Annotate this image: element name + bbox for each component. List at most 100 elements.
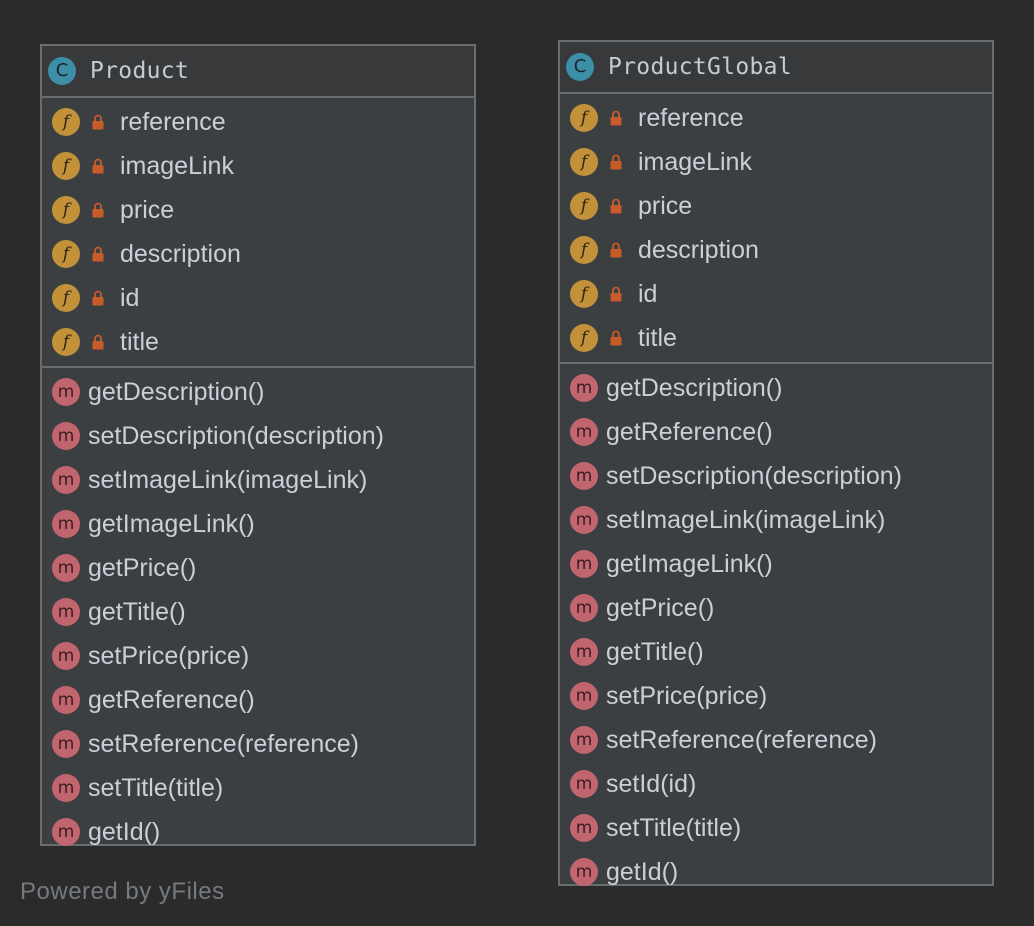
method-row[interactable]: m setTitle(title): [42, 766, 474, 810]
method-signature: setPrice(price): [88, 641, 250, 670]
method-icon: m: [52, 598, 80, 626]
method-icon: m: [570, 638, 598, 666]
method-signature: setId(id): [606, 769, 697, 798]
private-lock-icon: [92, 290, 104, 306]
method-signature: setImageLink(imageLink): [88, 465, 368, 494]
field-row[interactable]: f price: [560, 184, 992, 228]
method-signature: setReference(reference): [88, 729, 359, 758]
class-header: C Product: [42, 46, 474, 98]
private-lock-icon: [610, 110, 622, 126]
private-lock-icon: [92, 334, 104, 350]
field-icon: f: [570, 148, 598, 176]
field-icon: f: [52, 240, 80, 268]
method-signature: getPrice(): [88, 553, 197, 582]
field-icon: f: [570, 324, 598, 352]
field-icon: f: [570, 236, 598, 264]
method-icon: m: [570, 814, 598, 842]
field-name: price: [638, 191, 693, 220]
method-row[interactable]: m getPrice(): [560, 586, 992, 630]
method-icon: m: [570, 726, 598, 754]
class-name: Product: [90, 58, 190, 84]
field-name: reference: [638, 103, 744, 132]
field-row[interactable]: f description: [560, 228, 992, 272]
field-row[interactable]: f reference: [560, 96, 992, 140]
method-signature: setReference(reference): [606, 725, 877, 754]
method-icon: m: [570, 594, 598, 622]
field-name: id: [120, 283, 140, 312]
method-icon: m: [52, 554, 80, 582]
method-row[interactable]: m setPrice(price): [42, 634, 474, 678]
field-name: description: [638, 235, 759, 264]
method-row[interactable]: m setDescription(description): [560, 454, 992, 498]
method-icon: m: [52, 466, 80, 494]
field-row[interactable]: f title: [560, 316, 992, 360]
method-signature: setTitle(title): [88, 773, 224, 802]
method-icon: m: [570, 418, 598, 446]
method-signature: setDescription(description): [606, 461, 902, 490]
method-icon: m: [52, 422, 80, 450]
method-row[interactable]: m getId(): [560, 850, 992, 894]
method-signature: getId(): [88, 817, 161, 846]
private-lock-icon: [92, 202, 104, 218]
method-signature: getDescription(): [606, 373, 783, 402]
field-icon: f: [570, 104, 598, 132]
private-lock-icon: [92, 114, 104, 130]
method-icon: m: [570, 550, 598, 578]
method-row[interactable]: m getTitle(): [560, 630, 992, 674]
method-signature: getPrice(): [606, 593, 715, 622]
private-lock-icon: [610, 154, 622, 170]
method-icon: m: [52, 774, 80, 802]
method-icon: m: [570, 858, 598, 886]
field-name: imageLink: [120, 151, 234, 180]
field-name: description: [120, 239, 241, 268]
method-row[interactable]: m getPrice(): [42, 546, 474, 590]
method-icon: m: [570, 462, 598, 490]
method-icon: m: [52, 378, 80, 406]
method-signature: getTitle(): [606, 637, 704, 666]
method-icon: m: [570, 770, 598, 798]
class-name: ProductGlobal: [608, 54, 792, 80]
private-lock-icon: [610, 330, 622, 346]
method-row[interactable]: m setImageLink(imageLink): [42, 458, 474, 502]
private-lock-icon: [610, 286, 622, 302]
method-signature: getImageLink(): [606, 549, 773, 578]
field-row[interactable]: f description: [42, 232, 474, 276]
method-row[interactable]: m setReference(reference): [560, 718, 992, 762]
method-signature: setPrice(price): [606, 681, 768, 710]
method-row[interactable]: m setDescription(description): [42, 414, 474, 458]
field-icon: f: [570, 280, 598, 308]
method-row[interactable]: m getImageLink(): [560, 542, 992, 586]
method-row[interactable]: m setId(id): [560, 762, 992, 806]
field-name: title: [638, 323, 677, 352]
field-icon: f: [52, 284, 80, 312]
class-icon: C: [48, 57, 76, 85]
field-name: reference: [120, 107, 226, 136]
field-row[interactable]: f id: [42, 276, 474, 320]
method-signature: getReference(): [88, 685, 255, 714]
field-icon: f: [570, 192, 598, 220]
method-signature: getId(): [606, 857, 679, 886]
method-signature: setDescription(description): [88, 421, 384, 450]
method-icon: m: [52, 642, 80, 670]
